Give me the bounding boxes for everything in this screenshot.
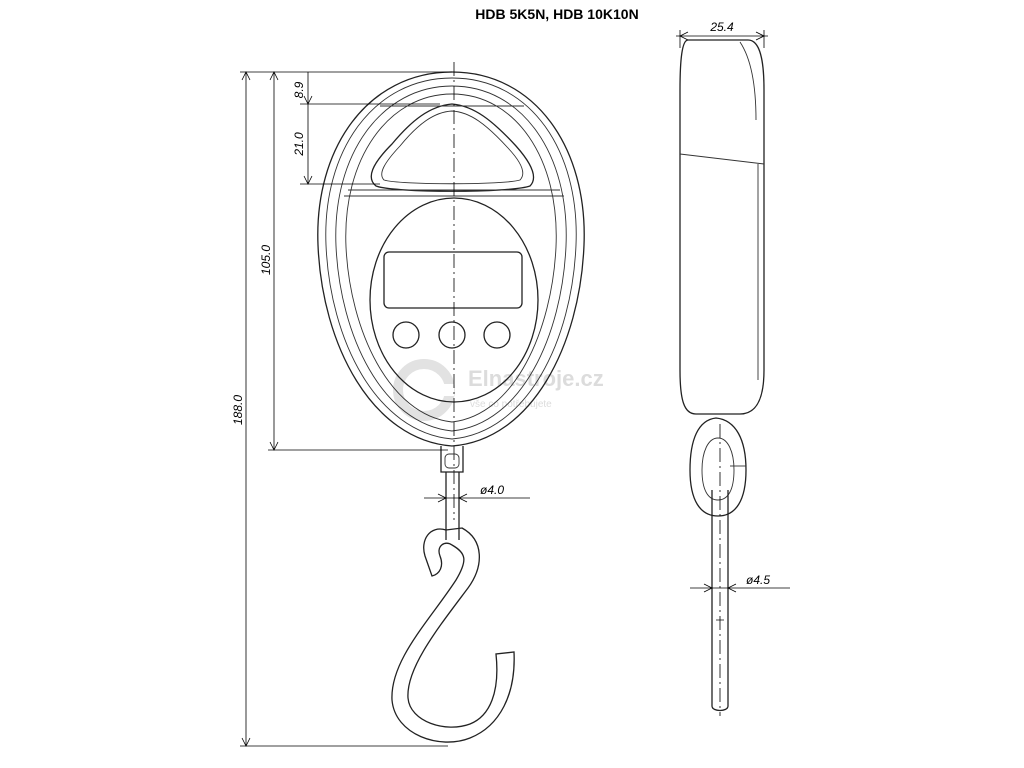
watermark-tagline: vše co potřebujete bbox=[470, 399, 552, 410]
side-seam bbox=[679, 153, 765, 165]
center-button bbox=[438, 321, 466, 349]
body-outer-shell bbox=[317, 71, 585, 447]
dimensions: 188.0 105.0 8.9 21.0 25.4 ø4.0 ø4.5 bbox=[231, 20, 790, 747]
dim-ring-diameter: ø4.0 bbox=[480, 483, 504, 497]
dim-body-height: 105.0 bbox=[259, 245, 273, 275]
side-ring-inner bbox=[701, 437, 735, 501]
side-hook-shaft bbox=[711, 490, 729, 712]
dim-handle-top: 8.9 bbox=[292, 81, 306, 98]
ring-connector bbox=[440, 446, 464, 473]
dim-depth: 25.4 bbox=[709, 20, 734, 34]
handle-opening-inner bbox=[381, 110, 524, 185]
left-button bbox=[392, 321, 420, 349]
side-body bbox=[679, 39, 765, 415]
body-shell-line-3 bbox=[335, 85, 567, 432]
front-view bbox=[317, 62, 585, 743]
handle-opening-outer bbox=[370, 103, 535, 192]
right-button bbox=[483, 321, 511, 349]
hook bbox=[391, 527, 515, 743]
watermark-logo-icon bbox=[393, 359, 455, 421]
dim-total-height: 188.0 bbox=[231, 395, 245, 425]
watermark-brand: Elnastroje.cz bbox=[468, 366, 604, 391]
side-ring bbox=[689, 417, 747, 517]
side-view bbox=[679, 39, 765, 716]
drawing-title: HDB 5K5N, HDB 10K10N bbox=[475, 6, 638, 22]
lcd-display bbox=[383, 251, 523, 309]
side-front-face bbox=[739, 41, 757, 121]
dim-hook-diameter: ø4.5 bbox=[746, 573, 770, 587]
dim-handle-inner: 21.0 bbox=[292, 132, 306, 157]
ring-collar bbox=[444, 453, 460, 469]
watermark: Elnastroje.cz vše co potřebujete bbox=[393, 359, 604, 421]
body-shell-line-2 bbox=[325, 77, 577, 440]
body-shell-line-4 bbox=[345, 93, 557, 423]
